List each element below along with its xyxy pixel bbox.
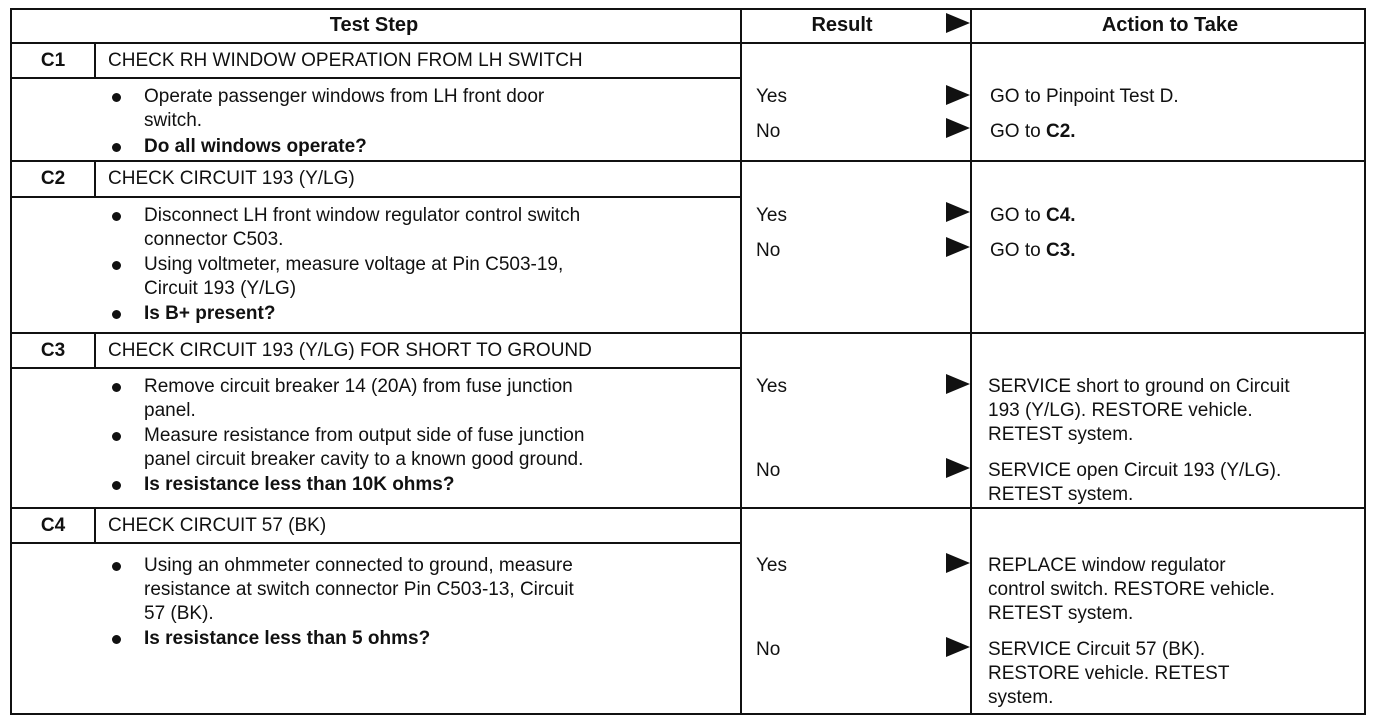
c4-title-divider [12, 542, 740, 544]
c3-action-yes-2: 193 (Y/LG). RESTORE vehicle. [988, 400, 1253, 421]
bullet-icon [112, 93, 121, 102]
c4-action-yes-3: RETEST system. [988, 603, 1134, 624]
step-c3-divider [12, 507, 1366, 509]
action-text: GO to [990, 121, 1046, 142]
bullet-icon [112, 310, 121, 319]
diagnostic-table: Test Step Result Action to Take C1 CHECK… [10, 8, 1366, 715]
c2-action-yes: GO to C4. [990, 204, 1076, 228]
c1-title-divider [12, 77, 740, 79]
step-c1-divider [12, 160, 1366, 162]
c4-action-no-2: RESTORE vehicle. RETEST [988, 663, 1230, 684]
bullet-icon [112, 143, 121, 152]
result-arrow-icon [946, 202, 970, 222]
c3-question: Is resistance less than 10K ohms? [144, 474, 455, 495]
c3-action-no-1: SERVICE open Circuit 193 (Y/LG). [988, 460, 1282, 481]
bullet-icon [112, 261, 121, 270]
bullet-icon [112, 212, 121, 221]
result-arrow-icon [946, 374, 970, 394]
result-arrow-icon [946, 458, 970, 478]
c2-result-yes: Yes [756, 205, 787, 226]
c3-action-yes-3: RETEST system. [988, 424, 1134, 445]
header-arrow-icon [946, 13, 970, 33]
c2-bullet-1: Disconnect LH front window regulator con… [144, 205, 581, 226]
action-text: GO to [990, 205, 1046, 226]
c3-action-no-2: RETEST system. [988, 484, 1134, 505]
result-arrow-icon [946, 85, 970, 105]
step-code-c2: C2 [40, 168, 66, 189]
c3-bullet-1: Remove circuit breaker 14 (20A) from fus… [144, 376, 573, 397]
c2-result-no: No [756, 240, 781, 261]
bullet-icon [112, 432, 121, 441]
bullet-icon [112, 383, 121, 392]
c3-title-divider [12, 367, 740, 369]
col-divider-teststep [740, 10, 742, 715]
goto-step-ref[interactable]: C4. [1045, 205, 1076, 226]
c2-action-no: GO to C3. [990, 239, 1076, 263]
c2-question: Is B+ present? [144, 303, 276, 324]
c4-action-no-3: system. [988, 687, 1054, 708]
c4-action-yes-2: control switch. RESTORE vehicle. [988, 579, 1275, 600]
c3-result-no: No [756, 460, 781, 481]
c3-bullet-2: Measure resistance from output side of f… [144, 425, 585, 446]
bullet-icon [112, 562, 121, 571]
step-title-c3: CHECK CIRCUIT 193 (Y/LG) FOR SHORT TO GR… [108, 340, 592, 361]
c4-code-divider [94, 507, 96, 542]
c2-title-divider [12, 196, 740, 198]
c3-code-divider [94, 332, 96, 367]
c2-code-divider [94, 160, 96, 196]
c3-action-yes-1: SERVICE short to ground on Circuit [988, 376, 1290, 397]
c1-bullet-1: Operate passenger windows from LH front … [144, 86, 545, 107]
step-code-c4: C4 [40, 515, 66, 536]
c4-result-yes: Yes [756, 555, 787, 576]
bullet-icon [112, 635, 121, 644]
c4-action-no-1: SERVICE Circuit 57 (BK). [988, 639, 1206, 660]
c2-bullet-2-cont: Circuit 193 (Y/LG) [144, 278, 297, 299]
c1-result-yes: Yes [756, 86, 787, 107]
c3-result-yes: Yes [756, 376, 787, 397]
header-result: Result [811, 14, 873, 36]
step-title-c4: CHECK CIRCUIT 57 (BK) [108, 515, 327, 536]
bullet-icon [112, 481, 121, 490]
step-title-c2: CHECK CIRCUIT 193 (Y/LG) [108, 168, 355, 189]
header-divider [12, 42, 1366, 44]
c4-bullet-1-cont-1: resistance at switch connector Pin C503-… [144, 579, 574, 600]
step-code-c1: C1 [40, 50, 66, 71]
col-divider-result [970, 10, 972, 715]
header-action: Action to Take [1101, 14, 1239, 36]
c1-action-yes: GO to Pinpoint Test D. [990, 86, 1179, 107]
c4-question: Is resistance less than 5 ohms? [144, 628, 431, 649]
result-arrow-icon [946, 118, 970, 138]
c1-action-no: GO to C2. [990, 120, 1076, 144]
goto-step-ref[interactable]: C2. [1045, 121, 1076, 142]
c3-bullet-1-cont: panel. [144, 400, 196, 421]
c1-question: Do all windows operate? [144, 136, 367, 157]
header-test-step: Test Step [329, 14, 419, 36]
action-text: GO to [990, 240, 1046, 261]
result-arrow-icon [946, 553, 970, 573]
c4-result-no: No [756, 639, 781, 660]
step-c2-divider [12, 332, 1366, 334]
goto-step-ref[interactable]: C3. [1045, 240, 1076, 261]
c2-bullet-2: Using voltmeter, measure voltage at Pin … [144, 254, 564, 275]
c1-code-divider [94, 42, 96, 77]
c1-bullet-1-cont: switch. [144, 110, 203, 131]
step-title-c1: CHECK RH WINDOW OPERATION FROM LH SWITCH [108, 50, 583, 71]
c1-result-no: No [756, 121, 781, 142]
result-arrow-icon [946, 237, 970, 257]
result-arrow-icon [946, 637, 970, 657]
c3-bullet-2-cont: panel circuit breaker cavity to a known … [144, 449, 584, 470]
c4-action-yes-1: REPLACE window regulator [988, 555, 1226, 576]
c4-bullet-1-cont-2: 57 (BK). [144, 603, 214, 624]
c2-bullet-1-cont: connector C503. [144, 229, 284, 250]
c4-bullet-1: Using an ohmmeter connected to ground, m… [144, 555, 573, 576]
step-code-c3: C3 [40, 340, 66, 361]
